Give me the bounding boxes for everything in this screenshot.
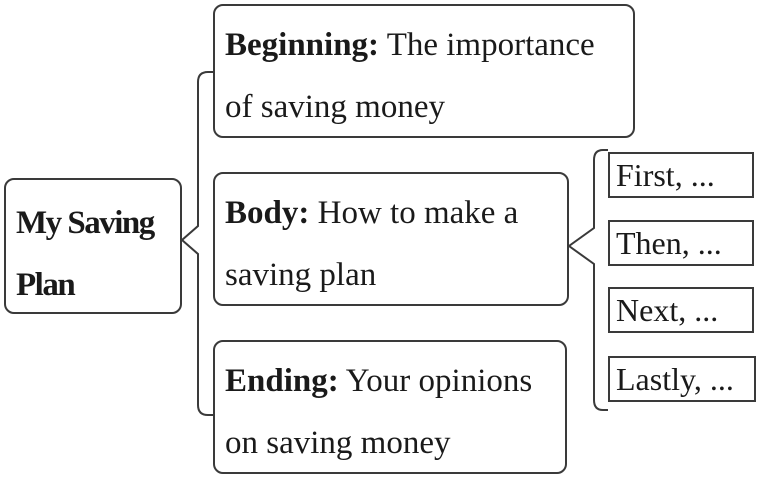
root-node: My Saving Plan [4, 178, 182, 314]
ending-text-line1: Your opinions [345, 363, 533, 399]
ending-label: Ending: [225, 363, 339, 399]
body-text-line2: saving plan [225, 257, 377, 293]
beginning-text-line2: of saving money [225, 89, 445, 125]
body-text-line1: How to make a [317, 195, 519, 231]
beginning-text-line1: The importance [386, 27, 595, 63]
root-title-line1: My Saving [16, 205, 155, 241]
root-title-line2: Plan [16, 267, 76, 303]
step-then: Then, ... [608, 220, 754, 266]
body-label: Body: [225, 195, 310, 231]
root-bracket [180, 71, 214, 416]
beginning-node: Beginning: The importance of saving mone… [213, 4, 635, 138]
body-bracket [567, 149, 608, 411]
body-node: Body: How to make a saving plan [213, 172, 569, 306]
step-next: Next, ... [608, 287, 754, 333]
beginning-label: Beginning: [225, 27, 380, 63]
step-first: First, ... [608, 152, 754, 198]
step-lastly: Lastly, ... [608, 356, 756, 402]
ending-text-line2: on saving money [225, 425, 451, 461]
ending-node: Ending: Your opinions on saving money [213, 340, 567, 474]
